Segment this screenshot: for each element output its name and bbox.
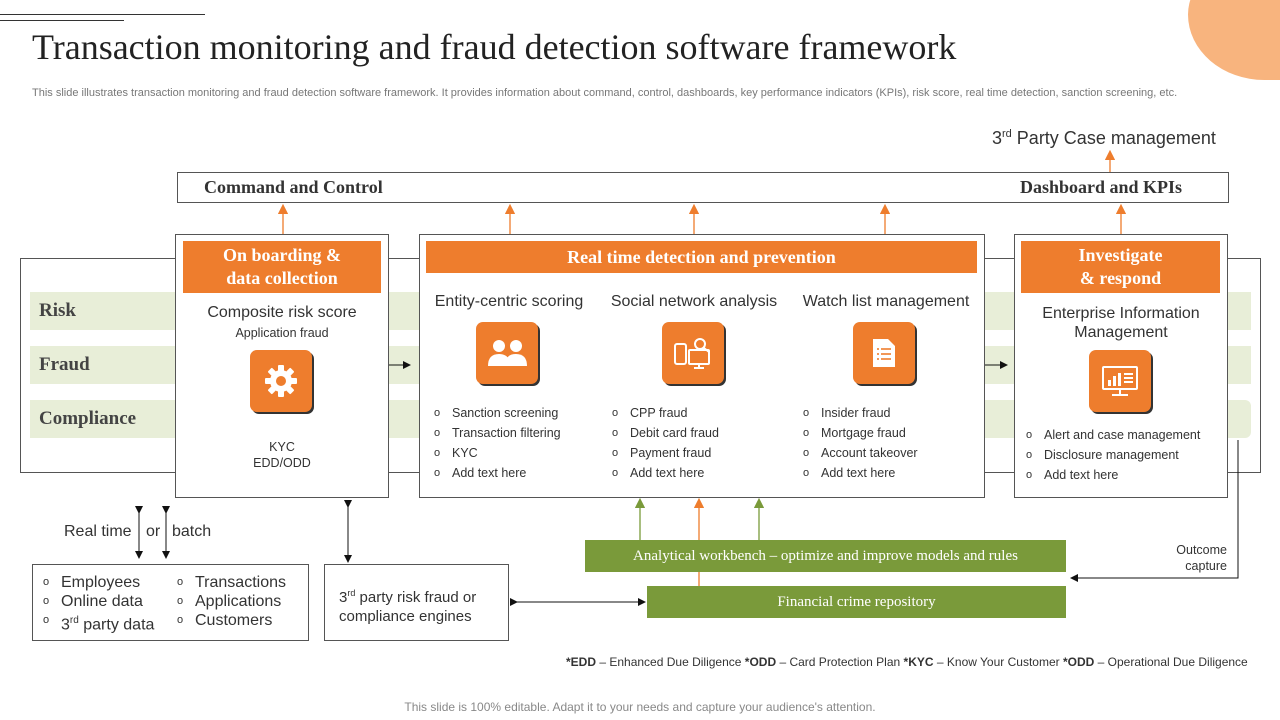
decor-line-bottom <box>0 20 124 21</box>
list-item: Disclosure management <box>1026 445 1200 465</box>
corner-blob <box>1188 0 1280 80</box>
monitor-chart-icon <box>1089 350 1151 412</box>
list-item: 3rd party data <box>43 611 154 633</box>
list-item: Add text here <box>434 463 561 483</box>
financial-crime-repository: Financial crime repository <box>647 586 1066 618</box>
onboarding-heading: On boarding & data collection <box>183 241 381 293</box>
decor-line-top <box>0 14 205 15</box>
onboarding-heading-line1: On boarding & <box>222 245 342 265</box>
abbreviation-footnote: *EDD – Enhanced Due Diligence *ODD – Car… <box>566 655 1248 669</box>
list-item: KYC <box>434 443 561 463</box>
list-item: Applications <box>177 592 286 611</box>
edd-odd-label: EDD/ODD <box>253 456 311 470</box>
sources-left-list: Employees Online data 3rd party data <box>43 573 154 633</box>
list-item: Debit card fraud <box>612 423 719 443</box>
list-item: Add text here <box>1026 465 1200 485</box>
list-item: Transactions <box>177 573 286 592</box>
list-item: Add text here <box>612 463 719 483</box>
analytical-workbench: Analytical workbench – optimize and impr… <box>585 540 1066 572</box>
entity-centric-scoring-title: Entity-centric scoring <box>434 293 584 310</box>
list-item: Mortgage fraud <box>803 423 918 443</box>
enterprise-info-line1: Enterprise Information <box>1042 305 1200 322</box>
engines-text: 3rd party risk fraud or compliance engin… <box>339 584 476 626</box>
list-item: Transaction filtering <box>434 423 561 443</box>
list-item: Payment fraud <box>612 443 719 463</box>
kyc-label: KYC <box>269 440 295 454</box>
users-icon <box>476 322 538 384</box>
enterprise-info-title: Enterprise Information Management <box>1014 304 1228 342</box>
outcome-capture: Outcome capture <box>1160 542 1227 574</box>
dashboard-kpis-label: Dashboard and KPIs <box>1020 177 1183 197</box>
watch-list-list: Insider fraud Mortgage fraud Account tak… <box>803 403 918 483</box>
list-item: Insider fraud <box>803 403 918 423</box>
list-item: Alert and case management <box>1026 425 1200 445</box>
outcome-line2: capture <box>1185 559 1227 573</box>
list-item: Add text here <box>803 463 918 483</box>
social-network-list: CPP fraud Debit card fraud Payment fraud… <box>612 403 719 483</box>
list-item: CPP fraud <box>612 403 719 423</box>
engines-line2: compliance engines <box>339 608 472 625</box>
investigate-heading-line2: & respond <box>1079 268 1162 288</box>
list-item: Customers <box>177 611 286 630</box>
document-list-icon <box>853 322 915 384</box>
list-item: Online data <box>43 592 154 611</box>
application-fraud: Application fraud <box>235 326 329 340</box>
entity-centric-list: Sanction screening Transaction filtering… <box>434 403 561 483</box>
realtime-heading: Real time detection and prevention <box>426 241 977 273</box>
investigate-list: Alert and case management Disclosure man… <box>1026 425 1200 485</box>
batch-label: batch <box>172 523 212 540</box>
list-item: Account takeover <box>803 443 918 463</box>
footer-note: This slide is 100% editable. Adapt it to… <box>404 700 876 714</box>
outcome-line1: Outcome <box>1176 543 1227 557</box>
investigate-heading-line1: Investigate <box>1078 245 1163 265</box>
onboarding-heading-line2: data collection <box>226 268 338 288</box>
command-control-label: Command and Control <box>204 177 383 197</box>
enterprise-info-line2: Management <box>1074 324 1168 341</box>
watch-list-management-title: Watch list management <box>802 293 970 310</box>
page-subtitle: This slide illustrates transaction monit… <box>32 87 1178 99</box>
investigate-heading: Investigate & respond <box>1021 241 1220 293</box>
engines-line1: 3rd party risk fraud or <box>339 588 477 606</box>
real-time-label: Real time <box>64 523 132 540</box>
third-party-case-management: 3rd Party Case management <box>992 128 1216 148</box>
devices-search-icon <box>662 322 724 384</box>
command-control-bar <box>177 172 1229 203</box>
or-label: or <box>146 523 161 540</box>
sources-right-list: Transactions Applications Customers <box>177 573 286 630</box>
engines-box <box>324 564 509 641</box>
page-title: Transaction monitoring and fraud detecti… <box>32 27 957 67</box>
composite-risk-score: Composite risk score <box>207 304 357 321</box>
gear-icon <box>250 350 312 412</box>
social-network-analysis-title: Social network analysis <box>610 293 778 310</box>
list-item: Employees <box>43 573 154 592</box>
list-item: Sanction screening <box>434 403 561 423</box>
